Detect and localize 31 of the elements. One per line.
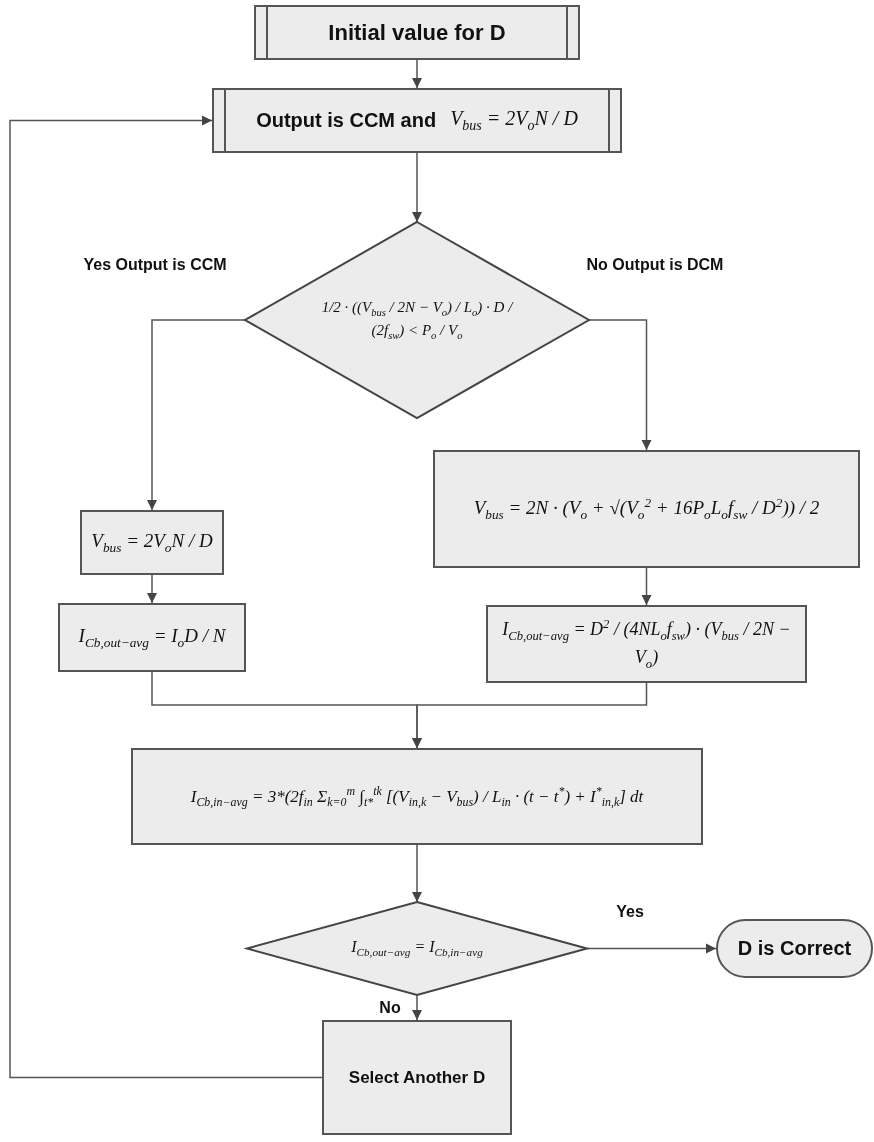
process-box <box>131 748 703 845</box>
formula: V$_{bus}$ = 2N · (V$_{o}$ + √(V$_{o}$$^{2}$ + 16P$_{o}$L$_{o}$f$_{sw}$ / D$^{2}$)) / 2 <box>473 493 820 525</box>
formula: V$_{bus}$ = 2V$_{o}$N / D <box>91 529 213 557</box>
arrow <box>146 574 158 604</box>
arrow <box>411 59 423 89</box>
process-box <box>322 1020 512 1135</box>
step-label: Output is CCM and <box>256 109 437 132</box>
arrow <box>411 844 423 903</box>
formula: I$_{Cb,in−avg}$ = 3*(2f$_{in}$ Σ$_{k=0}$$^{m}$ ∫$_{t*}$$^{tk}$ [(V$_{in,k}$ − V$_{bus}$) / L$_{in}$ · (t − t$^{*}$) + I$^{*}$$_{in,k}$] dt <box>190 782 644 811</box>
process-box <box>433 450 860 568</box>
process-box <box>80 510 224 575</box>
step-label: Initial value for D <box>328 19 506 46</box>
formula: I$_{Cb,out−avg}$ = D$^{2}$ / (4NL$_{o}$f$_{sw}$) · (V$_{bus}$ / 2N − V$_{o}$) <box>501 615 792 673</box>
terminal-box <box>716 919 873 978</box>
process-box <box>254 5 580 60</box>
arrow <box>411 152 423 223</box>
arrow <box>146 319 246 511</box>
arrow <box>411 682 648 749</box>
formula: V$_{bus}$ = 2V$_{o}$N / D <box>450 106 578 136</box>
formula: 1/2 · ((V$_{bus}$ / 2N − V$_{o}$) / L$_{o}$) · D / (2f$_{sw}$) < P$_{o}$ / V$_{o}$ <box>320 297 515 343</box>
process-box <box>58 603 246 672</box>
decision-diamond <box>245 222 589 418</box>
arrow <box>9 115 323 1079</box>
arrow <box>411 994 423 1021</box>
step-label: Select Another D <box>348 1067 486 1088</box>
formula: I$_{Cb,out−avg}$ = I$_{o}$D / N <box>78 624 226 652</box>
process-box <box>486 605 807 683</box>
process-box <box>212 88 622 153</box>
arrow <box>641 567 652 606</box>
arrow <box>588 319 652 451</box>
step-label: D is Correct <box>737 937 852 960</box>
